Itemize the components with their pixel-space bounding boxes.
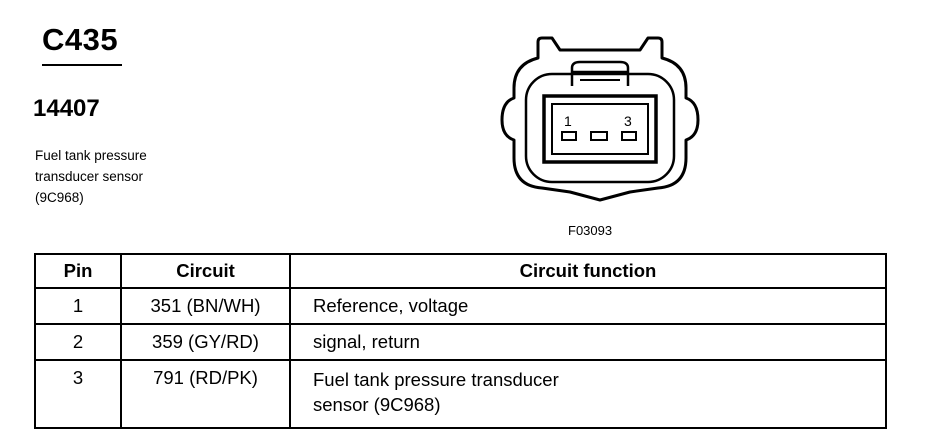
function-cell: Fuel tank pressure transducer sensor (9C… xyxy=(289,359,887,429)
function-cell: signal, return xyxy=(289,323,887,361)
terminal-pin-2 xyxy=(590,131,608,141)
connector-housing-outline xyxy=(500,36,700,202)
header-circuit-function: Circuit function xyxy=(289,253,887,289)
circuit-cell: 359 (GY/RD) xyxy=(120,323,291,361)
function-line: sensor (9C968) xyxy=(313,394,441,415)
connector-face-diagram: 1 3 xyxy=(500,36,700,202)
circuit-cell: 351 (BN/WH) xyxy=(120,287,291,325)
connector-inner-shroud xyxy=(524,72,676,184)
header-circuit: Circuit xyxy=(120,253,291,289)
pin-cell: 1 xyxy=(34,287,122,325)
pin-label-1: 1 xyxy=(564,113,572,129)
terminal-cavity-inner xyxy=(551,103,649,155)
figure-code: F03093 xyxy=(568,223,613,238)
description-line: Fuel tank pressure xyxy=(35,148,147,163)
function-cell: Reference, voltage xyxy=(289,287,887,325)
table-row: 2 359 (GY/RD) signal, return xyxy=(34,323,887,361)
table-row: 3 791 (RD/PK) Fuel tank pressure transdu… xyxy=(34,359,887,429)
part-number: 14407 xyxy=(33,95,100,122)
header-pin: Pin xyxy=(34,253,122,289)
terminal-pin-1 xyxy=(561,131,577,141)
description-line: transducer sensor xyxy=(35,169,144,184)
circuit-cell: 791 (RD/PK) xyxy=(120,359,291,429)
pin-cell: 2 xyxy=(34,323,122,361)
connector-id-underline xyxy=(42,64,122,66)
function-line: Fuel tank pressure transducer xyxy=(313,369,559,390)
description-line: (9C968) xyxy=(35,190,84,205)
pin-cell: 3 xyxy=(34,359,122,429)
connector-description: Fuel tank pressure transducer sensor (9C… xyxy=(35,145,205,208)
terminal-pin-3 xyxy=(621,131,637,141)
function-line: signal, return xyxy=(313,331,420,352)
table-header-row: Pin Circuit Circuit function xyxy=(34,253,887,289)
locking-tab xyxy=(570,60,630,86)
terminal-cavity-outer xyxy=(542,94,658,164)
pinout-table: Pin Circuit Circuit function 1 351 (BN/W… xyxy=(34,253,887,429)
pin-label-3: 3 xyxy=(624,113,632,129)
connector-id: C435 xyxy=(42,22,119,57)
table-row: 1 351 (BN/WH) Reference, voltage xyxy=(34,287,887,325)
function-line: Reference, voltage xyxy=(313,295,469,316)
